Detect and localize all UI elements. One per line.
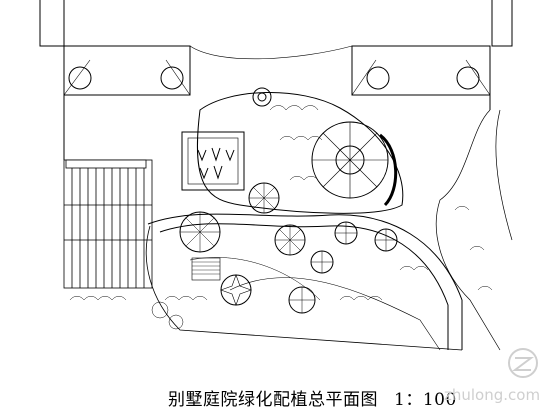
- tree-symbol: [374, 228, 398, 252]
- wooden-deck: [63, 159, 153, 289]
- tree-symbol: [220, 274, 252, 306]
- building-outline: [39, 0, 513, 160]
- watermark-logo-icon: [508, 348, 538, 378]
- tree-symbol: [288, 286, 316, 314]
- east-planting-strip: [435, 109, 513, 351]
- tree-symbol: [248, 182, 280, 214]
- curved-garden-path: [147, 213, 463, 351]
- tree-symbol: [274, 224, 306, 256]
- watermark-text: zhulong.com: [444, 386, 541, 404]
- tree-symbol: [334, 221, 358, 245]
- drawing-scale: 1：100: [394, 390, 457, 410]
- tree-symbol: [179, 211, 221, 253]
- shrub-plantings: [69, 105, 493, 330]
- central-platform: [181, 87, 404, 214]
- round-pavilion: [311, 121, 398, 207]
- lawn-boundary: [145, 225, 463, 351]
- drawing-title: 别墅庭院绿化配植总平面图: [168, 390, 378, 410]
- tree-canopies: [179, 182, 398, 314]
- drawing-caption: 别墅庭院绿化配植总平面图 1：100: [168, 385, 457, 410]
- tree-symbol: [310, 250, 334, 274]
